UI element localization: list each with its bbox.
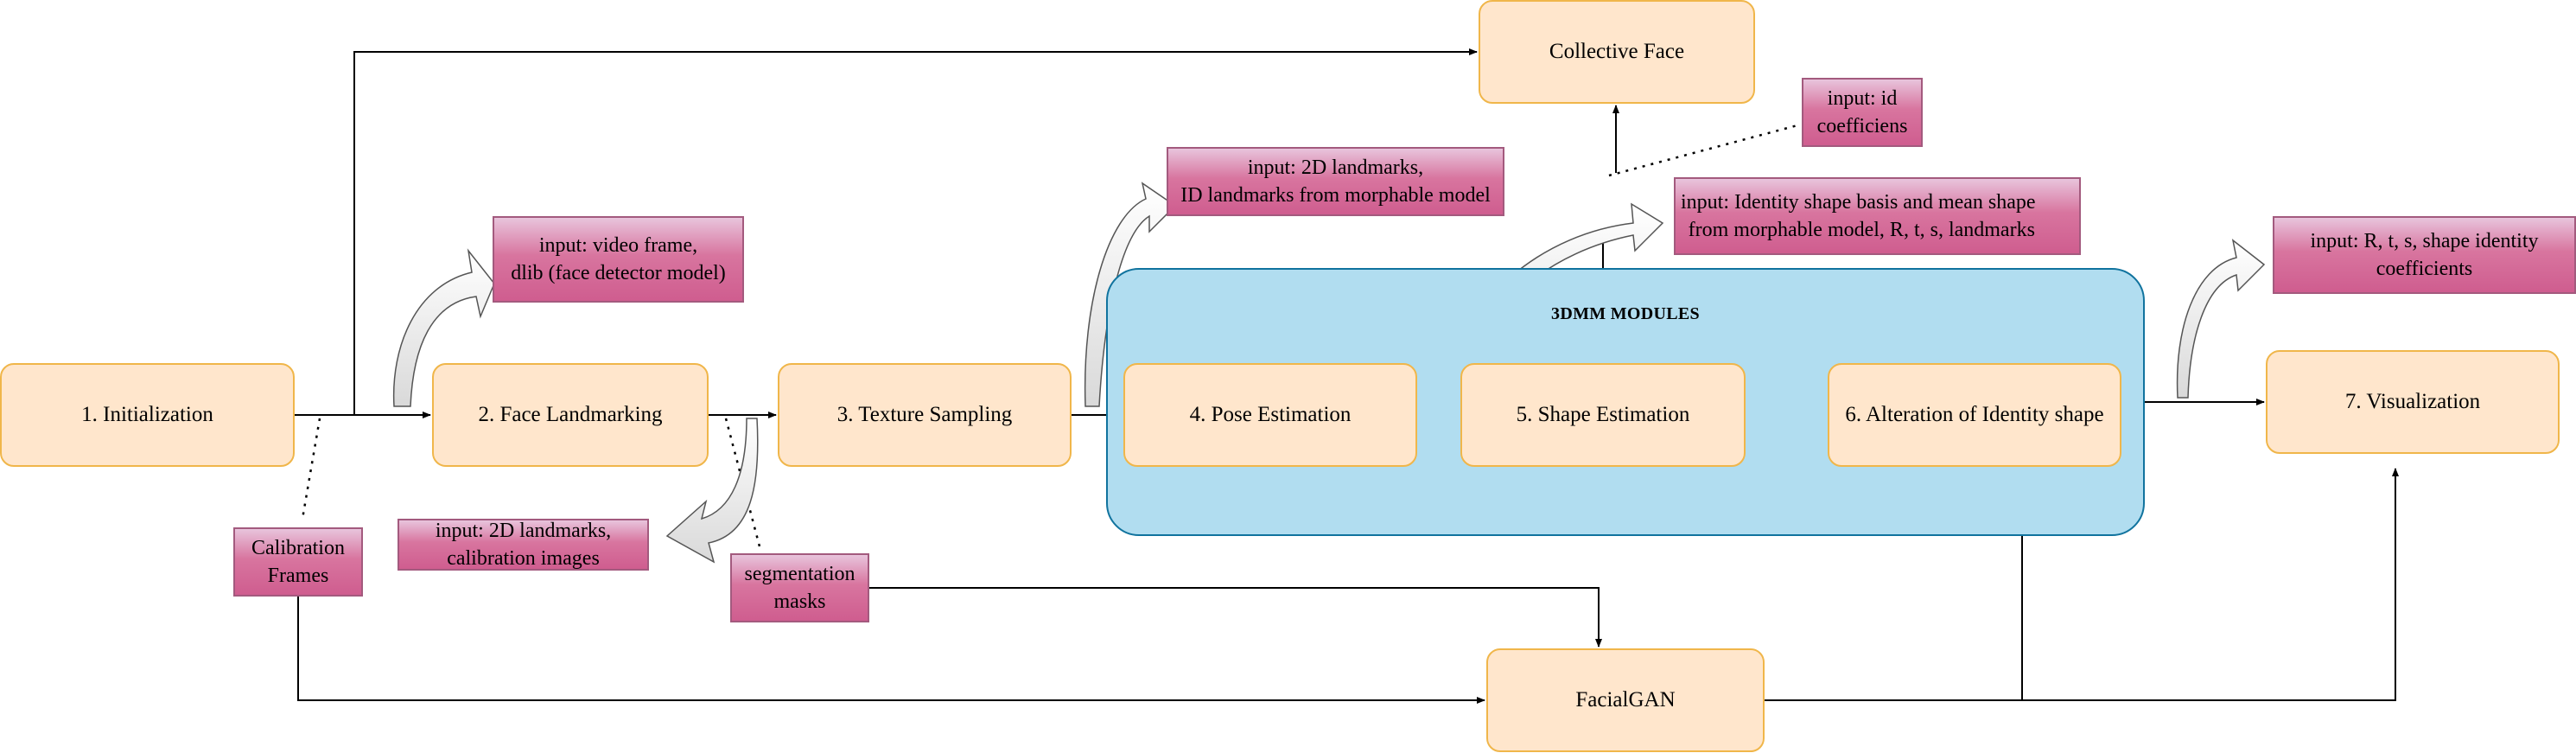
note-line: masks: [773, 590, 826, 613]
note-line: input: id: [1827, 86, 1898, 110]
note-line: coefficiens: [1816, 115, 1908, 137]
step-initialization[interactable]: 1. Initialization: [0, 363, 295, 467]
note-video-frame: input: video frame, dlib (face detector m…: [493, 216, 744, 303]
step-texture-sampling[interactable]: 3. Texture Sampling: [778, 363, 1072, 467]
note-line: segmentation: [744, 562, 855, 585]
note-line: input: R, t, s, shape identity: [2310, 229, 2539, 252]
group-title: 3DMM MODULES: [1551, 304, 1700, 323]
edge-facialgan-to-visualization: [1765, 468, 2399, 701]
note-line: input: 2D landmarks,: [435, 519, 612, 542]
step-pose-estimation[interactable]: 4. Pose Estimation: [1123, 363, 1417, 467]
note-segmentation-masks: segmentation masks: [730, 553, 869, 622]
dotted-link-id-coefficients: [1608, 124, 1798, 177]
note-line: Calibration: [251, 536, 345, 559]
note-line: coefficients: [2376, 258, 2473, 280]
note-id-coefficients: input: id coefficiens: [1802, 78, 1923, 147]
note-line: Frames: [267, 565, 329, 587]
note-landmarks-calibration: input: 2D landmarks, calibration images: [398, 519, 649, 571]
note-line: calibration images: [447, 547, 600, 570]
note-landmarks-id: input: 2D landmarks, ID landmarks from mo…: [1167, 147, 1504, 216]
note-rts-coefficients: input: R, t, s, shape identity coefficien…: [2273, 216, 2576, 294]
facialgan-box[interactable]: FacialGAN: [1486, 648, 1765, 752]
step-shape-estimation[interactable]: 5. Shape Estimation: [1460, 363, 1746, 467]
note-line: ID landmarks from morphable model: [1180, 184, 1491, 207]
step-visualization[interactable]: 7. Visualization: [2266, 350, 2560, 454]
note-line: dlib (face detector model): [511, 262, 726, 284]
edge-segmentation-to-facialgan: [869, 587, 1602, 648]
edge-calibration-to-facialgan: [297, 553, 1485, 704]
note-line: from morphable model, R, t, s, landmarks: [1688, 219, 2035, 241]
step-alteration-identity-shape[interactable]: 6. Alteration of Identity shape: [1828, 363, 2121, 467]
collective-face-box[interactable]: Collective Face: [1479, 0, 1755, 104]
dotted-link-segmentation: [724, 418, 762, 551]
note-line: input: Identity shape basis and mean sha…: [1681, 190, 2036, 214]
dotted-link-calibration: [301, 418, 321, 520]
note-line: input: video frame,: [538, 233, 698, 257]
edge-init-to-collective-face: [353, 48, 1478, 415]
step-face-landmarking[interactable]: 2. Face Landmarking: [432, 363, 709, 467]
note-identity-basis: input: Identity shape basis and mean sha…: [1674, 177, 2081, 255]
note-line: input: 2D landmarks,: [1247, 156, 1424, 179]
callout-arrow-landmarks-calibration: [665, 418, 759, 564]
callout-arrow-rts: [2176, 239, 2266, 399]
